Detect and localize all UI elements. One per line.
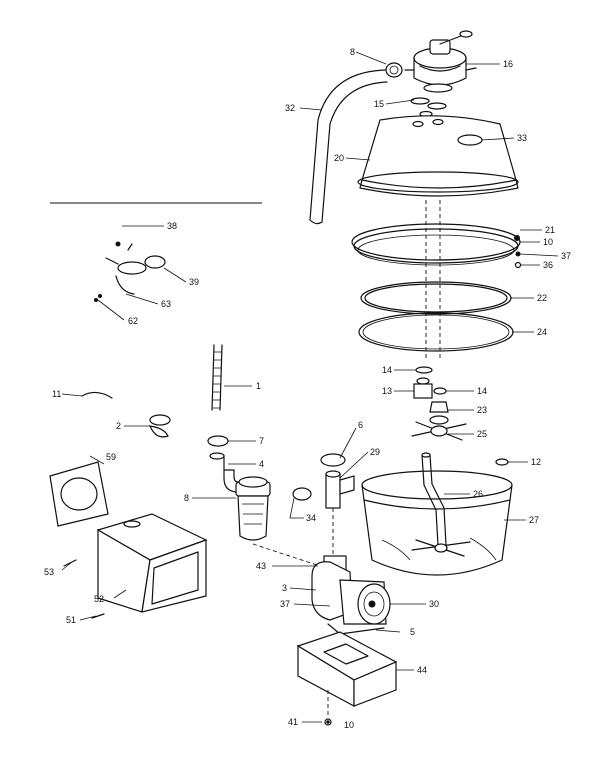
- callout-37-mid: 37: [280, 599, 290, 609]
- callout-11: 11: [52, 389, 61, 399]
- callout-6: 6: [358, 420, 363, 430]
- callout-1: 1: [256, 381, 261, 391]
- callout-25: 25: [477, 429, 487, 439]
- wire-lead: [81, 391, 113, 399]
- callout-27: 27: [529, 515, 539, 525]
- callout-29: 29: [370, 447, 380, 457]
- callout-62: 62: [128, 316, 138, 326]
- pump-motor: [311, 555, 391, 635]
- callout-10-top: 10: [543, 237, 553, 247]
- callout-8-mid: 8: [184, 493, 189, 503]
- callout-12: 12: [531, 457, 541, 467]
- flexible-hose: [211, 344, 223, 411]
- tank-lid: [357, 115, 519, 197]
- callout-labels: 8 16 32 15 33 20 21 10 37 36 22 24 38 39…: [44, 47, 571, 730]
- callout-2: 2: [116, 421, 121, 431]
- strainer-basket: [235, 476, 271, 541]
- tee-fitting: [325, 470, 355, 509]
- leader-lines: [61, 51, 559, 723]
- hose-clamp-mid: [207, 435, 229, 447]
- callout-34: 34: [306, 513, 316, 523]
- callout-4: 4: [259, 459, 264, 469]
- callout-32: 32: [285, 103, 295, 113]
- callout-39: 39: [189, 277, 199, 287]
- callout-16: 16: [503, 59, 513, 69]
- screw-51: [91, 613, 105, 619]
- callout-59: 59: [106, 452, 116, 462]
- tank-o-ring: [360, 281, 512, 315]
- callout-21: 21: [545, 225, 555, 235]
- backwash-hose: [309, 69, 388, 225]
- callout-52: 52: [94, 594, 104, 604]
- callout-37-top: 37: [561, 251, 571, 261]
- tank-gasket: [358, 312, 514, 352]
- center-hub-parts: [411, 366, 509, 466]
- callout-63: 63: [161, 299, 171, 309]
- callout-13: 13: [382, 386, 392, 396]
- stand-bolt: [324, 718, 332, 726]
- multiport-valve: [404, 30, 477, 93]
- callout-43: 43: [256, 561, 266, 571]
- callout-53: 53: [44, 567, 54, 577]
- tank-clamp-band: [351, 223, 522, 269]
- callout-30: 30: [429, 599, 439, 609]
- tank-base: [361, 452, 513, 576]
- timer-switch-assembly: [94, 241, 166, 302]
- callout-8-top: 8: [350, 47, 355, 57]
- callout-3: 3: [282, 583, 287, 593]
- motor-gasket-plate: [49, 461, 109, 527]
- elbow-fitting: [209, 452, 239, 493]
- callout-7: 7: [259, 436, 264, 446]
- callout-36: 36: [543, 260, 553, 270]
- pump-stand: [296, 631, 398, 708]
- callout-20: 20: [334, 153, 344, 163]
- callout-51: 51: [66, 615, 76, 625]
- callout-38: 38: [167, 221, 177, 231]
- pressure-gauge: [292, 487, 312, 501]
- callout-15: 15: [374, 99, 384, 109]
- motor-cover-box: [96, 513, 208, 613]
- callout-23: 23: [477, 405, 487, 415]
- valve-gaskets: [410, 97, 447, 118]
- union-nut: [320, 453, 346, 467]
- callout-26: 26: [473, 489, 483, 499]
- callout-44: 44: [417, 665, 427, 675]
- hose-clamp-top: [385, 62, 403, 78]
- callout-10-bot: 10: [344, 720, 354, 730]
- drain-cap: [149, 414, 171, 438]
- callout-33: 33: [517, 133, 527, 143]
- callout-22: 22: [537, 293, 547, 303]
- callout-5: 5: [410, 627, 415, 637]
- screw-53: [63, 559, 77, 567]
- callout-24: 24: [537, 327, 547, 337]
- callout-14-b: 14: [477, 386, 487, 396]
- callout-41: 41: [288, 717, 298, 727]
- callout-14-a: 14: [382, 365, 392, 375]
- assembly-axis-strainer: [252, 543, 327, 569]
